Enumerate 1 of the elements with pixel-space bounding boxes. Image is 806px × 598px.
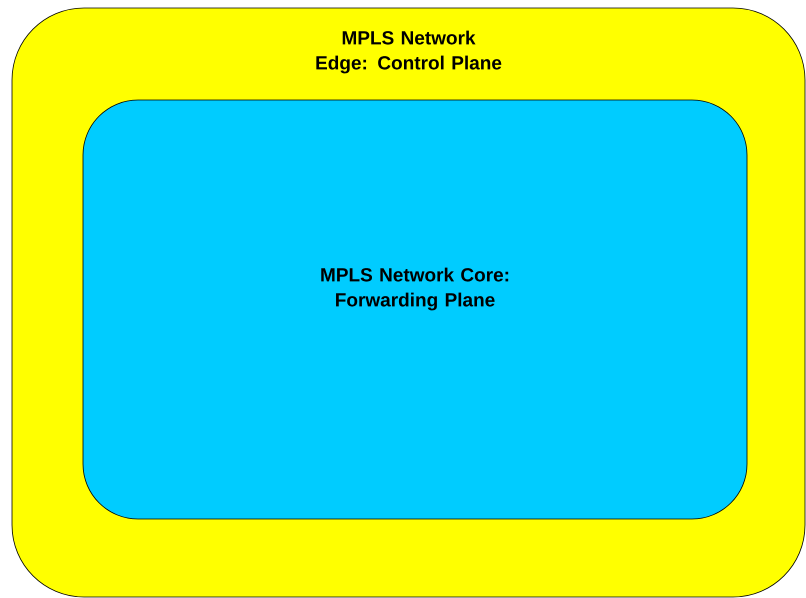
inner-region: MPLS Network Core: Forwarding Plane xyxy=(82,100,748,520)
